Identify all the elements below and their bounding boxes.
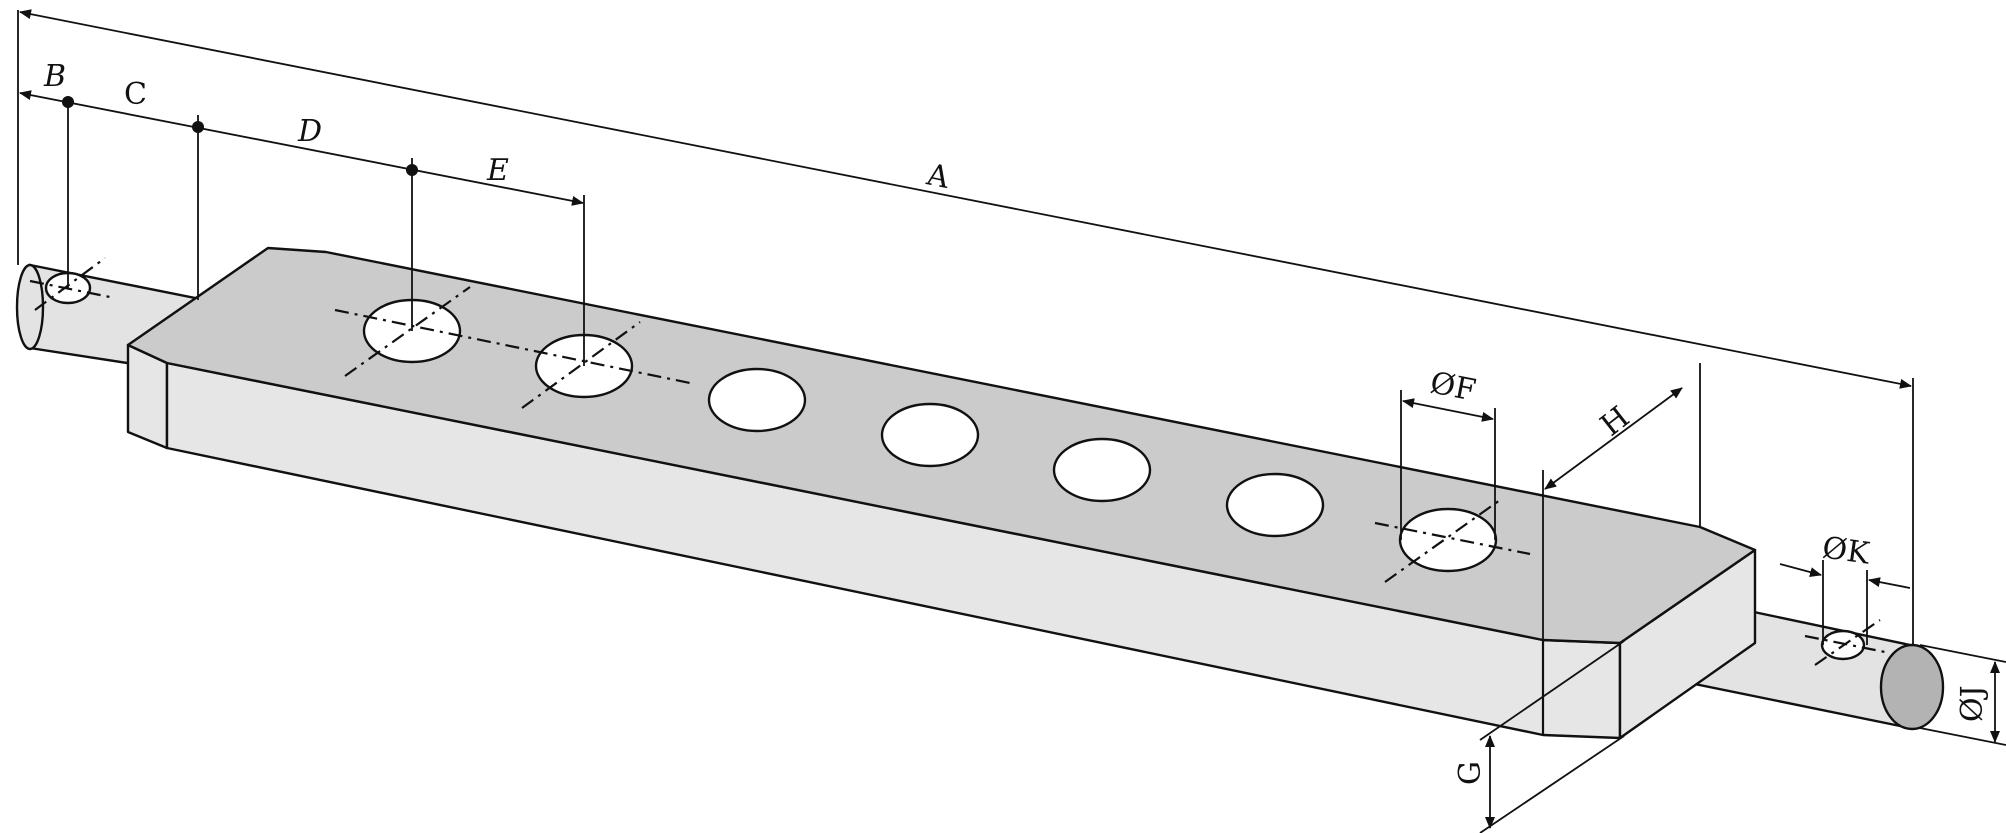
dimension-g: G [1453, 640, 1625, 833]
right-shaft-end-face [1879, 643, 1945, 731]
hole-6 [1225, 472, 1325, 538]
dimension-j: ØJ [1919, 644, 2006, 746]
dimension-a: A [17, 9, 1914, 645]
label-h: H [1594, 400, 1636, 444]
label-j: ØJ [1955, 685, 1990, 722]
label-b: B [43, 59, 66, 94]
dimension-f: ØF [1400, 366, 1496, 540]
hole-7 [1398, 507, 1498, 573]
hole-3 [707, 367, 807, 433]
label-a: A [923, 157, 952, 196]
chain-dimensions: B C D E [19, 59, 585, 366]
label-c: C [124, 77, 147, 112]
hole-4 [880, 402, 980, 468]
dimension-k: ØK [1779, 530, 1911, 645]
chain-node-c [192, 121, 204, 133]
label-g: G [1453, 761, 1488, 785]
hole-5 [1052, 437, 1152, 503]
chain-node-b [62, 96, 74, 108]
label-k: ØK [1820, 530, 1872, 571]
label-e: E [486, 153, 509, 188]
chain-node-d [406, 164, 418, 176]
label-d: D [297, 114, 322, 149]
label-f: ØF [1427, 366, 1478, 409]
